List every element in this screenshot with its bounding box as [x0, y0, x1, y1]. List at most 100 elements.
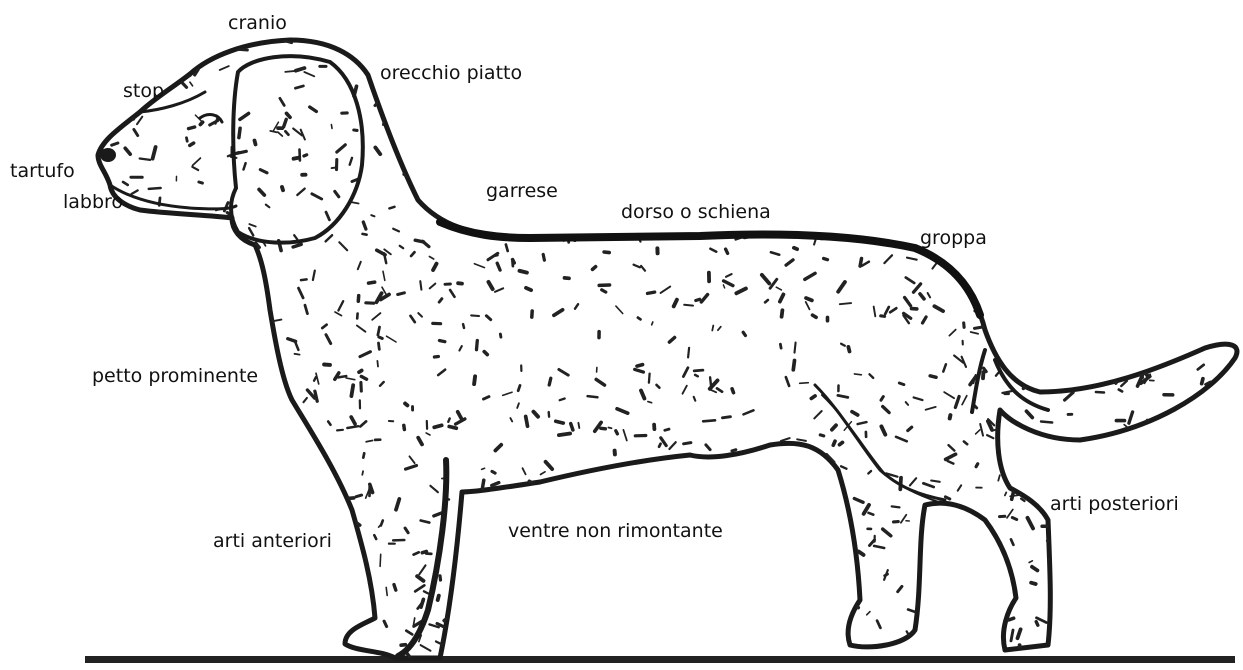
fur-mark	[892, 506, 900, 507]
fur-mark	[633, 135, 642, 139]
fur-mark	[578, 423, 579, 428]
fur-mark	[688, 348, 689, 358]
fur-mark	[379, 337, 382, 338]
fur-mark	[844, 45, 847, 47]
fur-mark	[1153, 333, 1158, 341]
fur-mark	[517, 554, 526, 559]
fur-mark	[249, 623, 255, 626]
fur-mark	[1219, 499, 1226, 508]
fur-mark	[150, 478, 155, 487]
fur-mark	[571, 111, 575, 118]
fur-mark	[156, 264, 164, 271]
fur-mark	[848, 112, 854, 113]
fur-mark	[458, 42, 465, 51]
label-garrese: garrese	[486, 182, 558, 201]
fur-mark	[684, 443, 691, 444]
fur-mark	[465, 548, 470, 551]
fur-mark	[189, 127, 195, 129]
fur-mark	[1137, 200, 1138, 205]
fur-mark	[1041, 150, 1043, 155]
fur-mark	[677, 47, 684, 54]
fur-mark	[788, 587, 790, 591]
fur-mark	[174, 469, 185, 474]
fur-mark	[585, 64, 588, 65]
fur-mark	[1098, 240, 1102, 250]
fur-mark	[780, 172, 783, 178]
fur-mark	[405, 404, 407, 406]
fur-mark	[1063, 551, 1071, 559]
fur-mark	[356, 495, 362, 497]
fur-mark	[1061, 587, 1069, 594]
fur-mark	[1233, 384, 1242, 391]
fur-mark	[1202, 542, 1208, 543]
fur-mark	[311, 584, 315, 591]
fur-mark	[860, 168, 865, 179]
fur-mark	[721, 564, 724, 567]
fur-mark	[1172, 247, 1181, 254]
fur-mark	[1078, 637, 1081, 640]
fur-mark	[752, 555, 756, 556]
fur-mark	[90, 497, 97, 502]
fur-mark	[1183, 580, 1190, 583]
fur-mark	[588, 125, 589, 128]
fur-mark	[114, 452, 115, 455]
fur-mark	[571, 174, 579, 181]
fur-mark	[301, 616, 307, 617]
fur-mark	[461, 603, 464, 607]
fur-mark	[1164, 523, 1166, 526]
fur-mark	[213, 319, 223, 321]
fur-mark	[1203, 130, 1206, 138]
fur-mark	[470, 645, 481, 649]
fur-mark	[780, 344, 781, 348]
fur-mark	[249, 321, 251, 326]
fur-mark	[905, 198, 911, 205]
fur-mark	[602, 290, 606, 292]
fur-mark	[1178, 630, 1180, 635]
fur-mark	[415, 108, 416, 119]
fur-mark	[789, 446, 791, 450]
fur-mark	[899, 383, 904, 385]
fur-mark	[1163, 74, 1168, 78]
fur-mark	[607, 649, 610, 653]
fur-mark	[688, 482, 695, 486]
fur-mark	[1221, 40, 1223, 50]
fur-mark	[1015, 347, 1016, 355]
fur-mark	[742, 180, 745, 186]
fur-mark	[1041, 422, 1052, 423]
fur-mark	[933, 140, 937, 145]
fur-mark	[317, 521, 322, 523]
fur-mark	[614, 52, 624, 55]
fur-mark	[965, 537, 973, 543]
fur-mark	[775, 64, 776, 68]
fur-mark	[264, 484, 269, 485]
fur-mark	[1177, 227, 1182, 237]
fur-mark	[323, 586, 326, 592]
fur-mark	[1177, 184, 1186, 189]
fur-mark	[819, 76, 827, 83]
fur-mark	[1151, 148, 1157, 150]
fur-mark	[931, 481, 940, 482]
fur-mark	[301, 279, 307, 280]
fur-mark	[923, 143, 930, 148]
fur-mark	[1215, 423, 1219, 427]
fur-mark	[215, 502, 217, 513]
fur-mark	[590, 194, 592, 201]
fur-mark	[633, 118, 636, 120]
fur-mark	[538, 583, 549, 586]
fur-mark	[380, 46, 382, 52]
fur-mark	[1064, 301, 1066, 308]
fur-mark	[148, 484, 150, 487]
fur-mark	[227, 309, 229, 312]
fur-mark	[177, 50, 183, 58]
fur-mark	[1024, 75, 1033, 79]
fur-mark	[799, 500, 801, 509]
fur-mark	[1196, 610, 1204, 618]
fur-mark	[294, 158, 299, 159]
fur-mark	[280, 406, 291, 408]
fur-mark	[474, 202, 478, 210]
fur-mark	[140, 159, 150, 160]
fur-mark	[484, 104, 492, 109]
fur-mark	[1111, 453, 1115, 458]
fur-mark	[615, 545, 624, 547]
fur-mark	[701, 149, 704, 156]
